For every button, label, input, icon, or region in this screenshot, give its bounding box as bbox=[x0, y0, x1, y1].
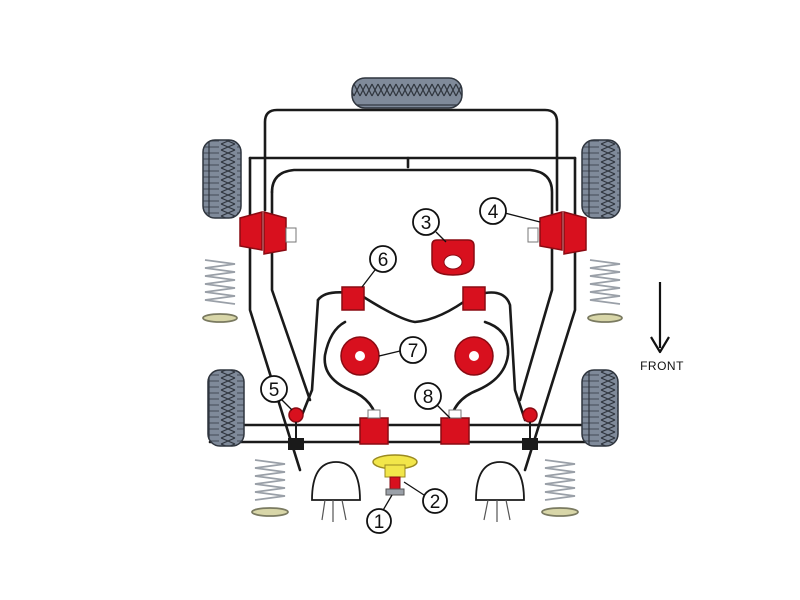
shock-mount-left bbox=[288, 407, 304, 450]
callout-5: 5 bbox=[260, 375, 293, 411]
front-direction-arrow: FRONT bbox=[640, 282, 684, 373]
vehicle-frame bbox=[208, 108, 614, 472]
callout-8-label: 8 bbox=[423, 387, 434, 408]
bush-part-8-left bbox=[359, 409, 389, 445]
bush-part-7-right bbox=[454, 336, 494, 376]
callout-4-label: 4 bbox=[488, 202, 499, 223]
callout-8: 8 bbox=[414, 382, 451, 419]
body-outline bbox=[263, 108, 559, 212]
callout-2-label: 2 bbox=[430, 492, 441, 513]
anti-roll-bush-part-3 bbox=[431, 239, 475, 276]
callout-2: 2 bbox=[403, 481, 448, 514]
rear-hub-right bbox=[475, 461, 525, 522]
bush-part-6-right bbox=[462, 286, 486, 311]
spare-tire bbox=[351, 77, 463, 109]
callout-3: 3 bbox=[412, 208, 447, 243]
callout-4: 4 bbox=[479, 197, 541, 225]
front-right-tire bbox=[581, 139, 621, 219]
callout-7: 7 bbox=[378, 336, 427, 364]
callout-5-label: 5 bbox=[269, 380, 280, 401]
bush-part-6-left bbox=[341, 286, 365, 311]
chassis-outer-right bbox=[523, 156, 577, 472]
callout-3-label: 3 bbox=[421, 213, 432, 234]
callout-6-label: 6 bbox=[378, 250, 389, 271]
spring-front-left bbox=[202, 259, 238, 323]
callout-7-label: 7 bbox=[408, 341, 419, 362]
spring-rear-left bbox=[251, 459, 289, 517]
rear-hub-left bbox=[311, 461, 361, 522]
rear-right-tire bbox=[581, 369, 619, 447]
bush-part-8-right bbox=[440, 409, 470, 445]
trailing-link-left-outer bbox=[298, 298, 320, 422]
front-right-bush bbox=[527, 211, 587, 255]
front-left-tire bbox=[202, 139, 242, 219]
panhard-curve-r bbox=[448, 320, 510, 427]
shock-mount-right bbox=[522, 407, 538, 450]
panhard-curve bbox=[323, 320, 380, 427]
bush-part-7-left bbox=[340, 336, 380, 376]
callout-1: 1 bbox=[366, 494, 393, 534]
arrow-down-icon bbox=[650, 336, 670, 354]
callout-6: 6 bbox=[361, 245, 397, 288]
front-label: FRONT bbox=[640, 359, 684, 373]
chassis-outer-left bbox=[248, 156, 302, 472]
chassis-inner bbox=[270, 168, 554, 402]
spring-front-right bbox=[587, 259, 623, 323]
callout-1-label: 1 bbox=[374, 512, 385, 533]
spring-rear-right bbox=[541, 459, 579, 517]
rear-left-tire bbox=[207, 369, 245, 447]
front-left-bush bbox=[239, 211, 297, 255]
differential-part-1-2 bbox=[372, 454, 418, 496]
